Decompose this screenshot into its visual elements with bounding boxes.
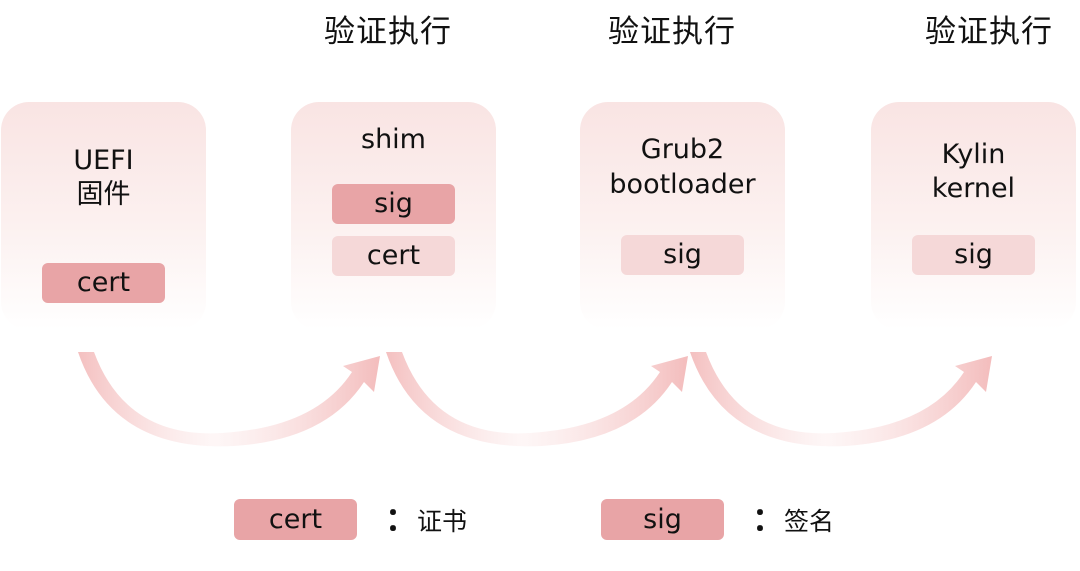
- verify-execute-heading-3: 验证执行: [925, 14, 1053, 50]
- shim-title: shim: [361, 124, 426, 155]
- uefi-firmware-card: UEFI 固件 cert: [1, 102, 206, 330]
- legend-sig-colon: ：: [752, 500, 785, 538]
- arrow-grub-to-kylin-icon: [690, 352, 992, 447]
- legend-sig-description: ：签名: [752, 499, 834, 542]
- legend-sig-pill: sig: [601, 499, 724, 540]
- kylin-sig-pill: sig: [912, 235, 1035, 275]
- legend-cert-pill: cert: [234, 499, 357, 540]
- verify-execute-heading-1: 验证执行: [324, 14, 452, 50]
- uefi-title-line-1: UEFI: [73, 145, 134, 176]
- verify-execute-heading-2: 验证执行: [608, 14, 736, 50]
- legend-cert-description: ：证书: [385, 499, 467, 542]
- grub-title-line-2: bootloader: [609, 169, 756, 200]
- legend-cert-colon: ：: [385, 500, 418, 538]
- grub-title-line-1: Grub2: [640, 134, 725, 165]
- shim-card: shim sig cert: [291, 102, 496, 330]
- arrow-shim-to-grub-icon: [386, 352, 688, 447]
- grub-sig-pill: sig: [621, 235, 744, 275]
- shim-cert-pill: cert: [332, 236, 455, 276]
- legend-cert-meaning: 证书: [417, 507, 468, 536]
- arrow-uefi-to-shim-icon: [78, 352, 380, 447]
- shim-sig-pill: sig: [332, 184, 455, 224]
- uefi-title-line-2: 固件: [76, 179, 131, 210]
- kylin-title-line-1: Kylin: [941, 139, 1006, 170]
- grub2-bootloader-card: Grub2 bootloader sig: [580, 102, 785, 330]
- uefi-cert-pill: cert: [42, 263, 165, 303]
- legend-sig-meaning: 签名: [784, 507, 835, 536]
- kylin-kernel-card: Kylin kernel sig: [871, 102, 1076, 330]
- kylin-title-line-2: kernel: [931, 173, 1016, 204]
